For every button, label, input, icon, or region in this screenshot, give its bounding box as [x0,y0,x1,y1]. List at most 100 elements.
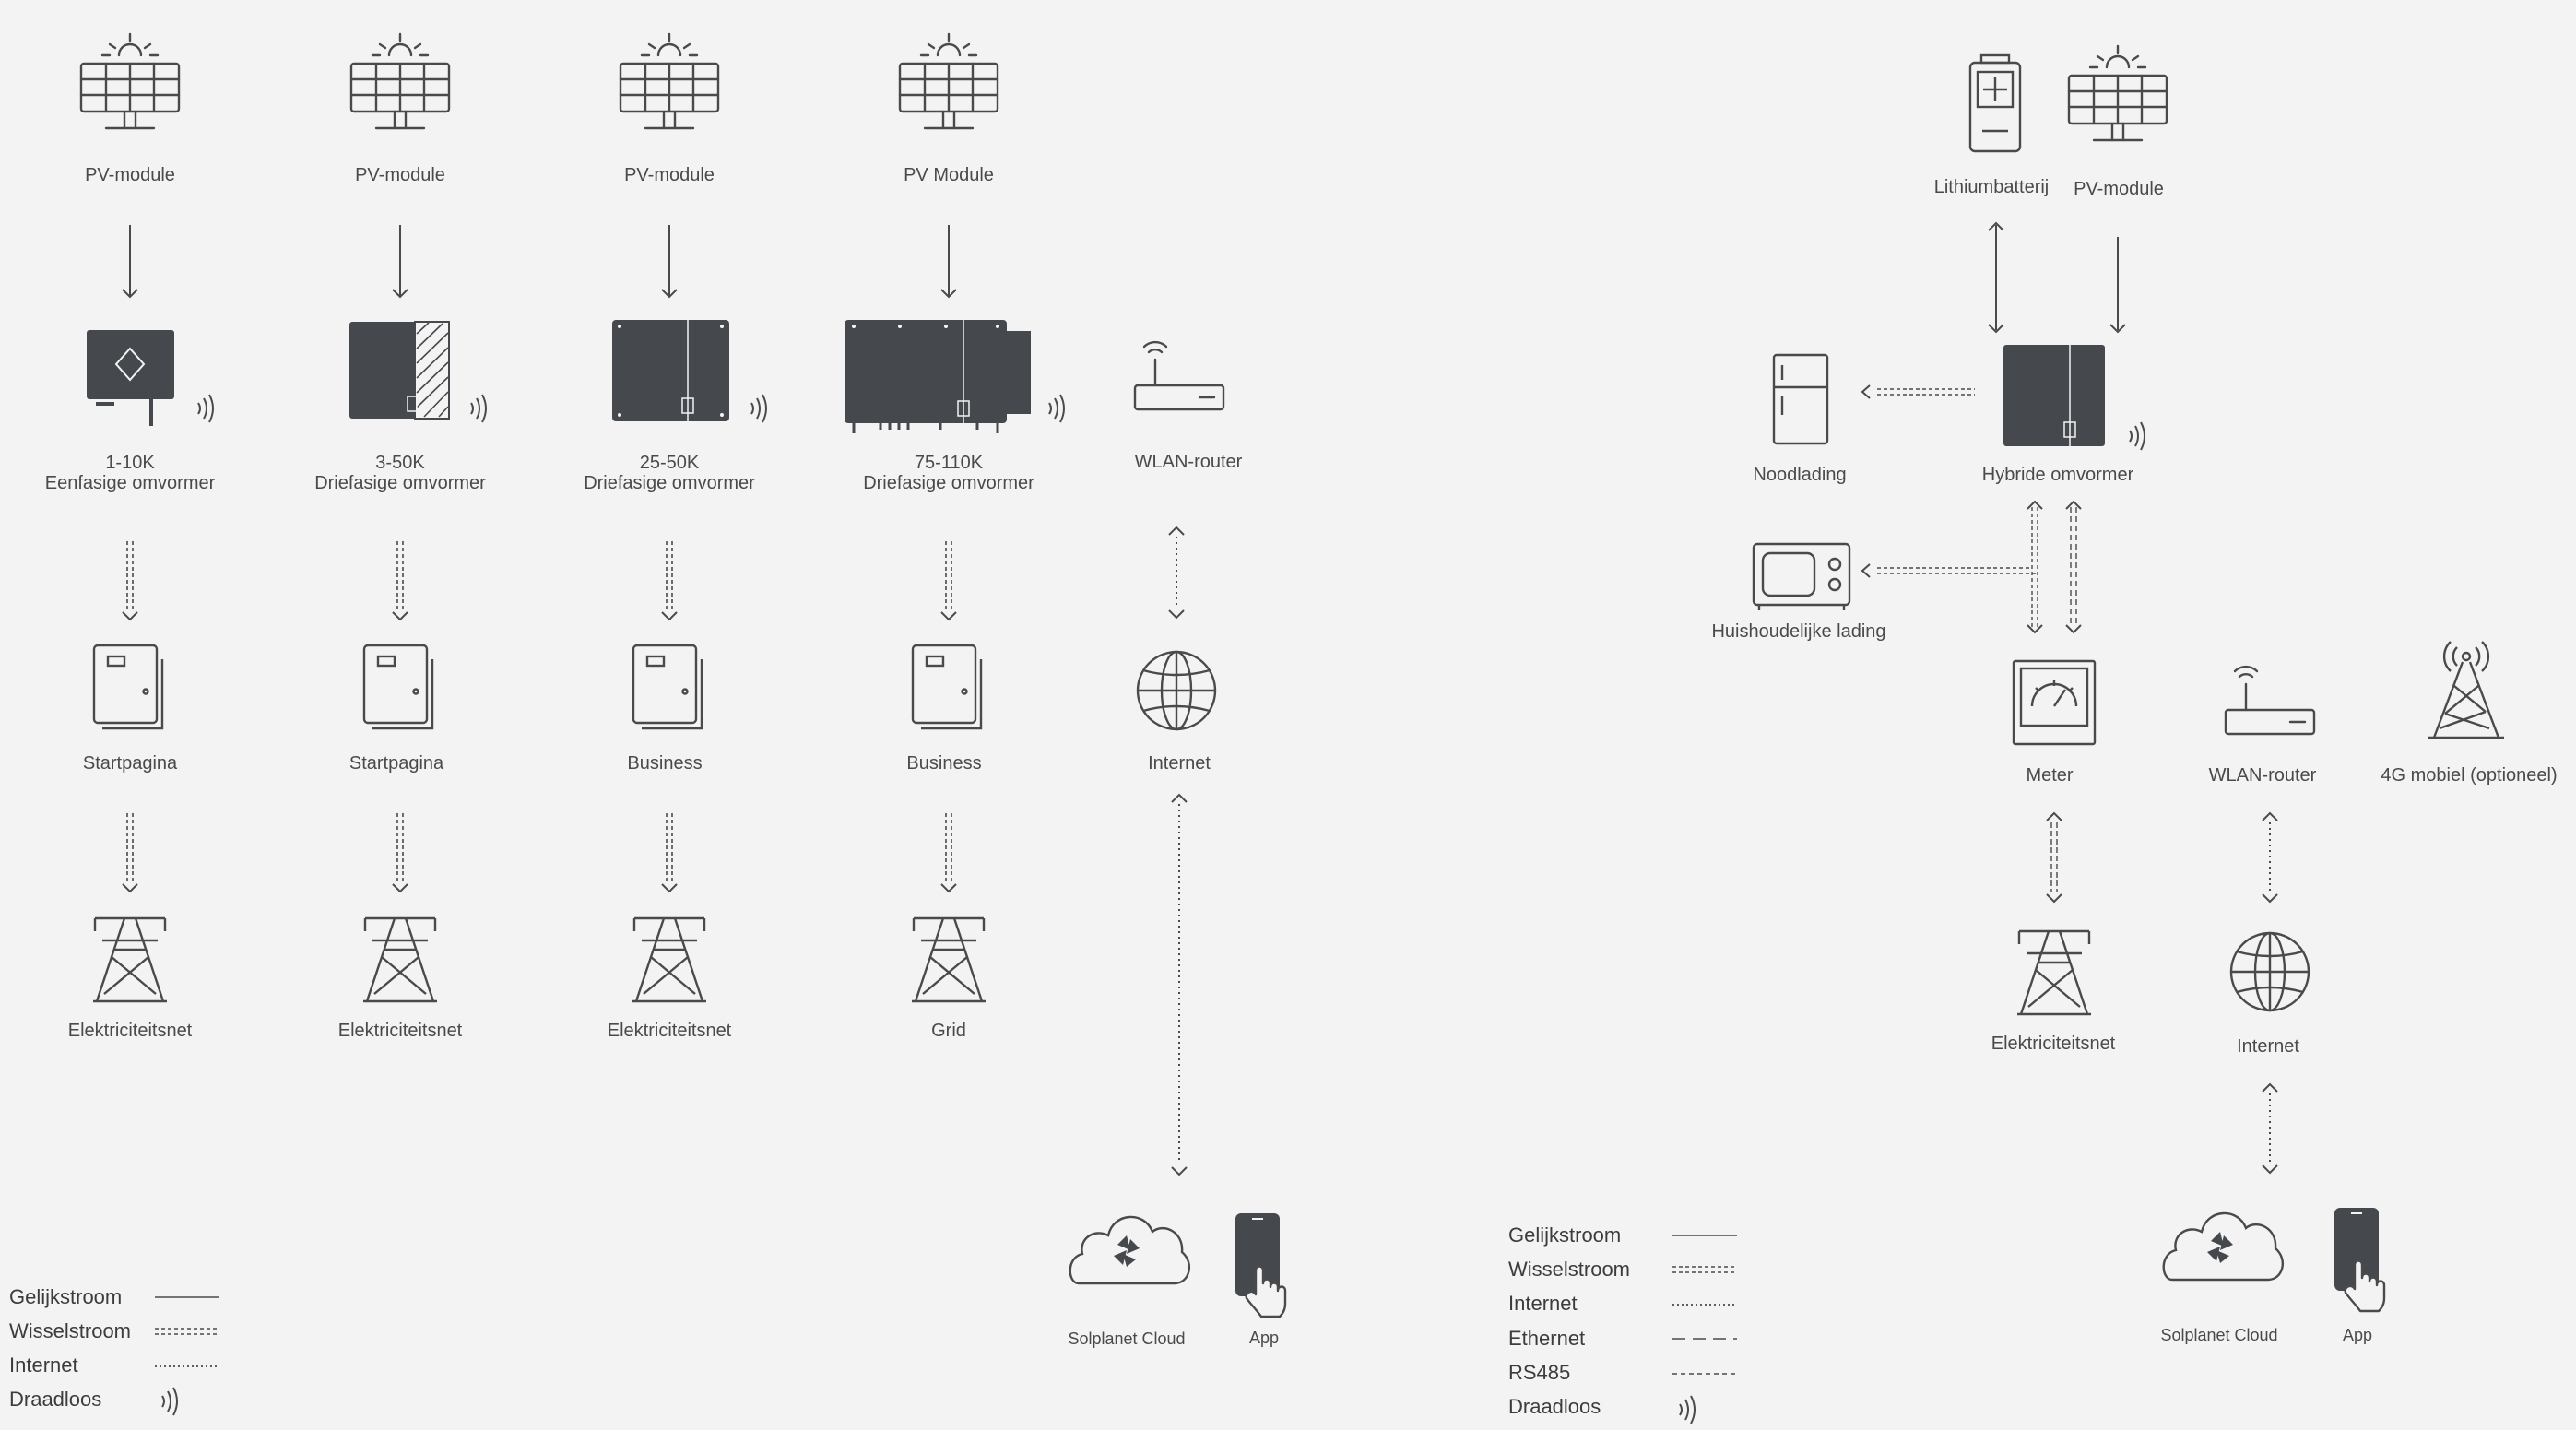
emergency-load-fridge-icon [1772,353,1829,445]
internet-links-right [2262,811,2278,1175]
solplanet-cloud-label: Solplanet Cloud [1068,1330,1186,1348]
hybrid-inverter-label: Hybride omvormer [1981,465,2134,485]
grid-label: Grid [931,1021,966,1041]
app-phone-icon [1234,1211,1287,1318]
inverter-label: 25-50K Driefasige omvormer [584,453,755,493]
grid-tower-hybrid-icon [2015,929,2093,1016]
wireless-icon [470,394,487,423]
legend-rs485: RS485 [1508,1361,1571,1384]
grid-tower-1-icon [91,916,169,1003]
legend-right-lines [1672,1235,1737,1375]
grid-label: Elektriciteitsnet [67,1021,193,1041]
solplanet-cloud-hybrid-icon [2162,1211,2285,1282]
solplanet-cloud-label: Solplanet Cloud [2160,1326,2278,1344]
inverter-3-icon [612,320,729,421]
legend-wireless: Draadloos [1508,1395,1601,1418]
grid-label: Elektriciteitsnet [1991,1034,2116,1054]
internet-links-left [1168,526,1188,1176]
inverter-type: Eenfasige omvormer [44,473,216,493]
wireless-icon [750,394,767,423]
grid-label: Elektriciteitsnet [337,1021,463,1041]
pv-module-4-icon [898,32,999,130]
meter-gauge-icon [2012,659,2097,746]
lithium-battery-icon [1968,53,2022,153]
pv-module-label: PV-module [624,165,715,185]
pv-module-2-icon [349,32,451,130]
legend-wireless-icon [161,1387,178,1416]
dc-arrows-left [122,225,957,299]
legend-ethernet: Ethernet [1508,1327,1586,1350]
app-label: App [1248,1329,1280,1347]
app-phone-hybrid-icon [2333,1206,2386,1313]
legend-dc: Gelijkstroom [1508,1223,1622,1247]
pv-module-label: PV Module [904,165,994,185]
wlan-router-hybrid-icon [2224,665,2316,736]
pv-module-1-icon [79,32,181,130]
4g-mobile-label: 4G mobiel (optioneel) [2381,765,2558,786]
legend-internet: Internet [1508,1292,1578,1315]
pv-module-label: PV-module [2074,179,2164,199]
wlan-router-label: WLAN-router [2208,765,2317,786]
inverter-power-range: 75-110K [914,453,984,473]
inverter-label: 75-110K Driefasige omvormer [863,453,1034,493]
grid-tower-4-icon [910,916,987,1003]
internet-label: Internet [1148,753,1211,774]
wireless-icon [197,394,214,423]
meter-label: Startpagina [349,753,444,774]
internet-label: Internet [2237,1036,2299,1057]
dc-links-right [1988,221,2126,334]
legend-internet: Internet [9,1353,78,1377]
grid-label: Elektriciteitsnet [607,1021,732,1041]
wlan-router-icon [1133,340,1225,411]
wireless-icon [1048,394,1065,423]
ac-arrows-left [126,541,952,882]
grid-tower-3-icon [631,916,708,1003]
inverter-label: 3-50K Driefasige omvormer [314,453,486,493]
pv-module-label: PV-module [355,165,445,185]
solplanet-cloud-icon [1069,1215,1191,1285]
meter-box-3-icon [632,644,703,730]
app-label: App [2342,1326,2373,1344]
internet-globe-icon [1136,650,1217,731]
inverter-power-range: 25-50K [639,453,700,473]
meter-box-4-icon [911,644,983,730]
pv-module-label: PV-module [85,165,175,185]
inverter-power-range: 1-10K [105,453,155,473]
grid-tower-2-icon [361,916,439,1003]
inverter-1-icon [87,330,174,426]
inverter-type: Driefasige omvormer [584,473,755,493]
meter-box-1-icon [92,644,164,730]
inverter-label: 1-10K Eenfasige omvormer [45,453,216,493]
internet-globe-hybrid-icon [2229,931,2310,1012]
household-load-label: Huishoudelijke lading [1711,621,1886,642]
ac-arrowheads-left [122,611,957,893]
4g-mobile-tower-icon [2428,641,2504,739]
meter-label: Startpagina [82,753,178,774]
pv-module-3-icon [619,32,720,130]
wlan-router-label: WLAN-router [1134,452,1243,472]
legend-ac: Wisselstroom [9,1319,132,1342]
hybrid-inverter-icon [2003,345,2105,446]
legend-wireless: Draadloos [9,1388,102,1411]
pv-module-hybrid-icon [2067,44,2168,142]
inverter-4-icon [845,320,1031,433]
legend-left-lines [155,1296,219,1367]
meter-label: Business [906,753,982,774]
legend-wireless-icon [1679,1395,1696,1424]
lithium-battery-label: Lithiumbatterij [1933,177,2050,197]
wireless-icon [2129,421,2145,451]
inverter-power-range: 3-50K [375,453,425,473]
meter-label: Meter [2026,765,2074,786]
legend-dc: Gelijkstroom [9,1285,123,1308]
inverter-type: Driefasige omvormer [863,473,1034,493]
legend-ac: Wisselstroom [1508,1258,1631,1281]
emergency-load-label: Noodlading [1753,465,1847,485]
ac-link-emergency [1861,384,1975,399]
household-load-microwave-icon [1752,542,1851,610]
meter-grid-link [2046,811,2062,904]
inverter-2-icon [349,321,450,420]
meter-label: Business [627,753,703,774]
meter-box-2-icon [362,644,434,730]
